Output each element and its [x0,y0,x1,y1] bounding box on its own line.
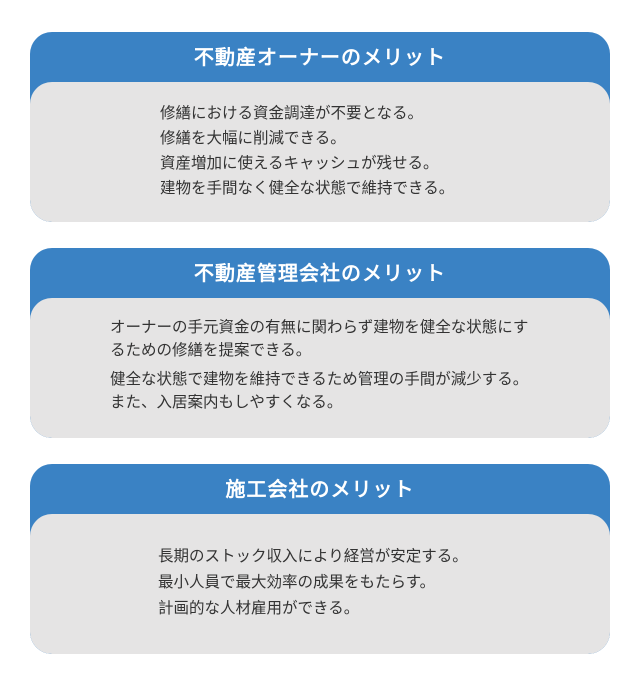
merit-item: 健全な状態で建物を維持できるため管理の手間が減少する。また、入居案内もしやすくな… [110,370,529,411]
card-body: 長期のストック収入により経営が安定する。 最小人員で最大効率の成果をもたらす。 … [30,514,610,654]
card-title: 不動産管理会社のメリット [194,261,446,285]
card-title: 不動産オーナーのメリット [194,45,446,69]
merit-item: 修繕を大幅に削減できる。 [160,129,346,147]
merit-item: 最小人員で最大効率の成果をもたらす。 [158,573,436,591]
merit-item: 長期のストック収入により経営が安定する。 [158,547,468,565]
merit-item: 計画的な人材雇用ができる。 [158,599,360,617]
card-body: 修繕における資金調達が不要となる。 修繕を大幅に削減できる。 資産増加に使えるキ… [30,82,610,222]
merit-item: 建物を手間なく健全な状態で維持できる。 [160,179,455,197]
merit-item: 資産増加に使えるキャッシュが残せる。 [160,154,439,172]
contractor-merit-card: 施工会社のメリット 長期のストック収入により経営が安定する。 最小人員で最大効率… [30,464,610,654]
owner-merit-card: 不動産オーナーのメリット 修繕における資金調達が不要となる。 修繕を大幅に削減で… [30,32,610,222]
card-body: オーナーの手元資金の有無に関わらず建物を健全な状態にするための修繕を提案できる。… [30,298,610,438]
merit-item: オーナーの手元資金の有無に関わらず建物を健全な状態にするための修繕を提案できる。 [110,318,529,359]
management-company-merit-card: 不動産管理会社のメリット オーナーの手元資金の有無に関わらず建物を健全な状態にす… [30,248,610,438]
merit-item: 修繕における資金調達が不要となる。 [160,104,424,122]
card-title: 施工会社のメリット [225,477,415,501]
